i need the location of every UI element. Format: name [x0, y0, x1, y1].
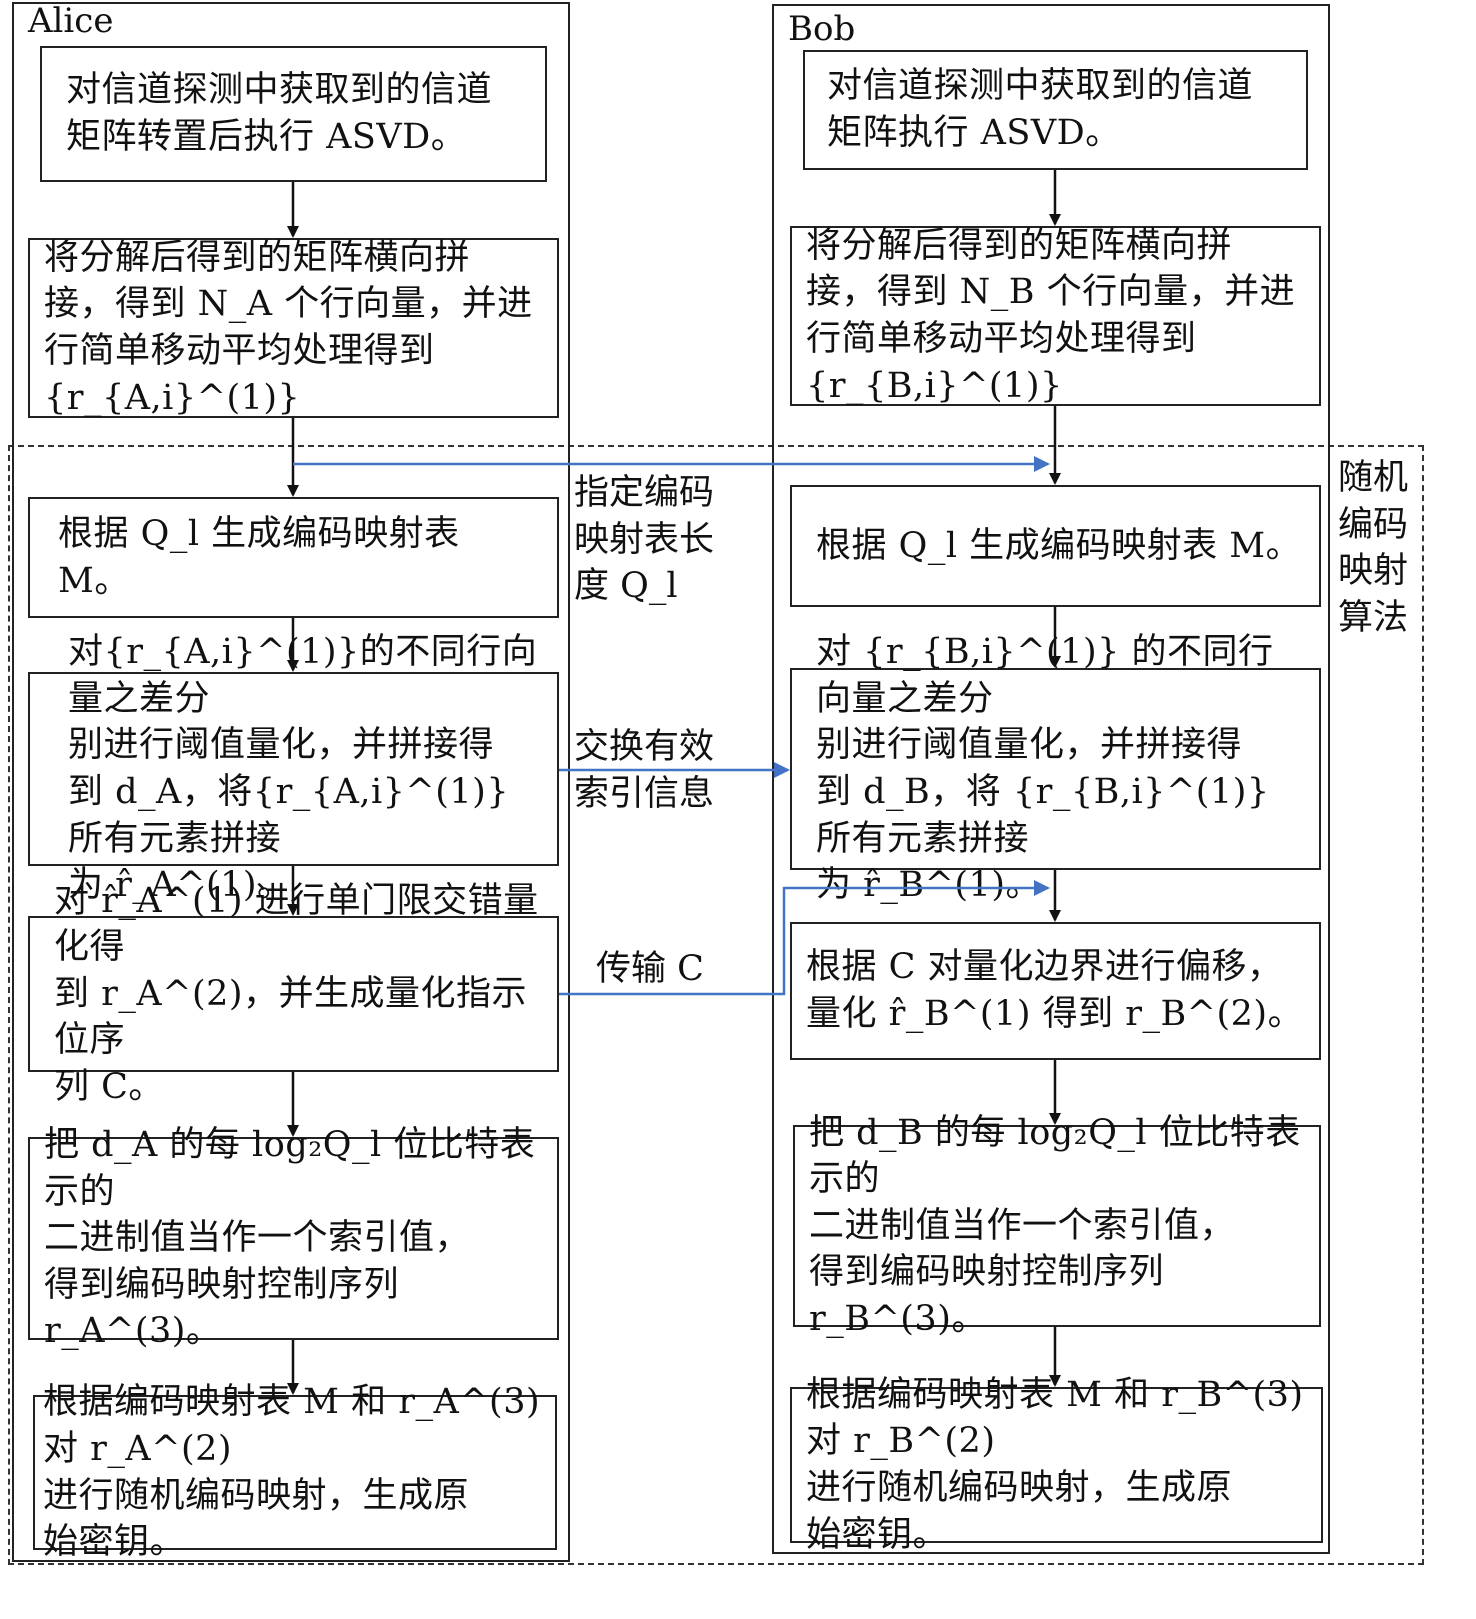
bob-step-generate-codebook: 根据 Q_l 生成编码映射表 M。 [790, 485, 1321, 607]
bob-step-offset-quantize: 根据 C 对量化边界进行偏移， 量化 r̂_B^(1) 得到 r_B^(2)。 [790, 922, 1321, 1060]
alice-step-asvd: 对信道探测中获取到的信道 矩阵转置后执行 ASVD。 [40, 46, 547, 182]
alice-step-random-mapping: 根据编码映射表 M 和 r_A^(3) 对 r_A^(2) 进行随机编码映射，生… [33, 1382, 557, 1562]
bob-step-asvd: 对信道探测中获取到的信道 矩阵执行 ASVD。 [803, 50, 1308, 170]
alice-step-interleaved-quantize: 对 r̂_A^(1) 进行单门限交错量化得 到 r_A^(2)，并生成量化指示位… [28, 881, 559, 1107]
label-codebook-length: 指定编码 映射表长 度 Q_l [574, 473, 715, 607]
bob-title: Bob [788, 9, 856, 49]
bob-step-index-sequence: 把 d_B 的每 log₂Q_l 位比特表示的 二进制值当作一个索引值， 得到编… [793, 1113, 1321, 1339]
alice-step-threshold-quantize: 对{r_{A,i}^(1)}的不同行向量之差分 别进行阈值量化，并拼接得 到 d… [28, 632, 559, 905]
alice-title: Alice [28, 1, 114, 41]
exchange-arrow-transmit-c [559, 880, 1050, 996]
label-exchange-index: 交换有效 索引信息 [574, 727, 715, 814]
alice-lane [12, 2, 570, 1562]
label-transmit-c: 传输 C [596, 949, 704, 989]
alice-step-concat-sma: 将分解后得到的矩阵横向拼 接，得到 N_A 个行向量，并进 行简单移动平均处理得… [28, 238, 559, 418]
bob-step-concat-sma: 将分解后得到的矩阵横向拼 接，得到 N_B 个行向量，并进 行简单移动平均处理得… [790, 226, 1321, 406]
bob-step-threshold-quantize: 对 {r_{B,i}^(1)} 的不同行向量之差分 别进行阈值量化，并拼接得 到… [790, 632, 1321, 905]
region-label: 随机 编码 映射 算法 [1338, 458, 1409, 638]
bob-lane [772, 4, 1330, 1554]
bob-step-random-mapping: 根据编码映射表 M 和 r_B^(3) 对 r_B^(2) 进行随机编码映射，生… [790, 1375, 1323, 1555]
alice-step-index-sequence: 把 d_A 的每 log₂Q_l 位比特表示的 二进制值当作一个索引值， 得到编… [28, 1125, 559, 1351]
random-mapping-region [8, 445, 1424, 1565]
alice-step-generate-codebook: 根据 Q_l 生成编码映射表 M。 [28, 497, 559, 618]
